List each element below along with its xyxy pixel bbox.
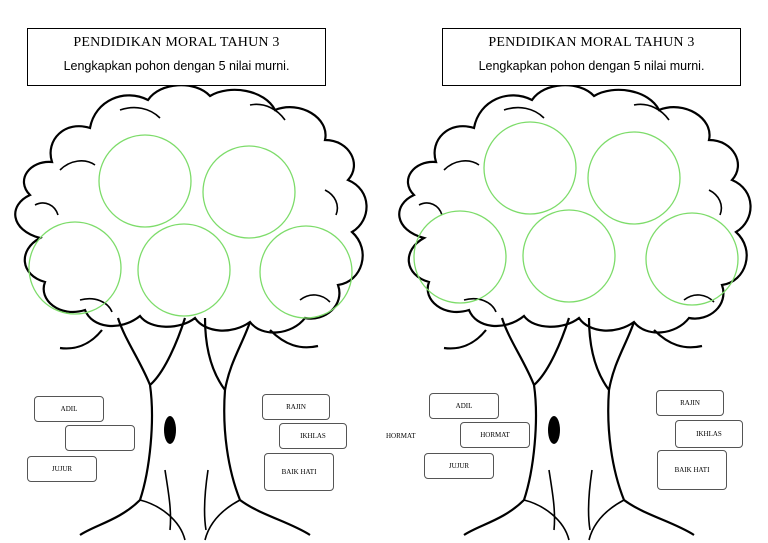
title-box: PENDIDIKAN MORAL TAHUN 3 Lengkapkan poho… bbox=[27, 28, 326, 86]
answer-circle-1 bbox=[483, 121, 577, 215]
worksheet-title: PENDIDIKAN MORAL TAHUN 3 bbox=[73, 35, 280, 50]
worksheet-title: PENDIDIKAN MORAL TAHUN 3 bbox=[488, 35, 695, 50]
answer-circle-1 bbox=[98, 134, 192, 228]
answer-circle-3 bbox=[413, 210, 507, 304]
answer-circles bbox=[413, 121, 739, 306]
answer-circle-2 bbox=[587, 131, 681, 225]
worksheet-left: PENDIDIKAN MORAL TAHUN 3 Lengkapkan poho… bbox=[14, 28, 368, 541]
word-card-rajin: RAJIN bbox=[656, 390, 724, 416]
answer-circle-5 bbox=[645, 212, 739, 306]
tree-illustration bbox=[398, 84, 752, 541]
answer-circle-3 bbox=[28, 221, 122, 315]
answer-circle-5 bbox=[259, 225, 353, 319]
word-card-adil: ADIL bbox=[34, 396, 104, 422]
word-card-ikhlas: IKHLAS bbox=[675, 420, 743, 448]
tree-illustration bbox=[14, 84, 368, 541]
word-card-hormat: HORMAT bbox=[460, 422, 530, 448]
word-card-empty bbox=[65, 425, 135, 451]
worksheet-right: PENDIDIKAN MORAL TAHUN 3 Lengkapkan poho… bbox=[384, 0, 768, 543]
answer-circle-4 bbox=[522, 209, 616, 303]
side-label-hormat: HORMAT bbox=[386, 432, 416, 440]
worksheet-instruction: Lengkapkan pohon dengan 5 nilai murni. bbox=[63, 59, 290, 73]
word-card-baik-hati: BAIK HATI bbox=[657, 450, 727, 490]
title-box: PENDIDIKAN MORAL TAHUN 3 Lengkapkan poho… bbox=[442, 28, 741, 86]
answer-circle-4 bbox=[137, 223, 231, 317]
word-card-adil: ADIL bbox=[429, 393, 499, 419]
worksheet-instruction: Lengkapkan pohon dengan 5 nilai murni. bbox=[478, 59, 705, 73]
word-card-jujur: JUJUR bbox=[27, 456, 97, 482]
word-card-ikhlas: IKHLAS bbox=[279, 423, 347, 449]
answer-circle-2 bbox=[202, 145, 296, 239]
word-card-jujur: JUJUR bbox=[424, 453, 494, 479]
answer-circles bbox=[28, 134, 353, 319]
word-card-baik-hati: BAIK HATI bbox=[264, 453, 334, 491]
word-card-rajin: RAJIN bbox=[262, 394, 330, 420]
